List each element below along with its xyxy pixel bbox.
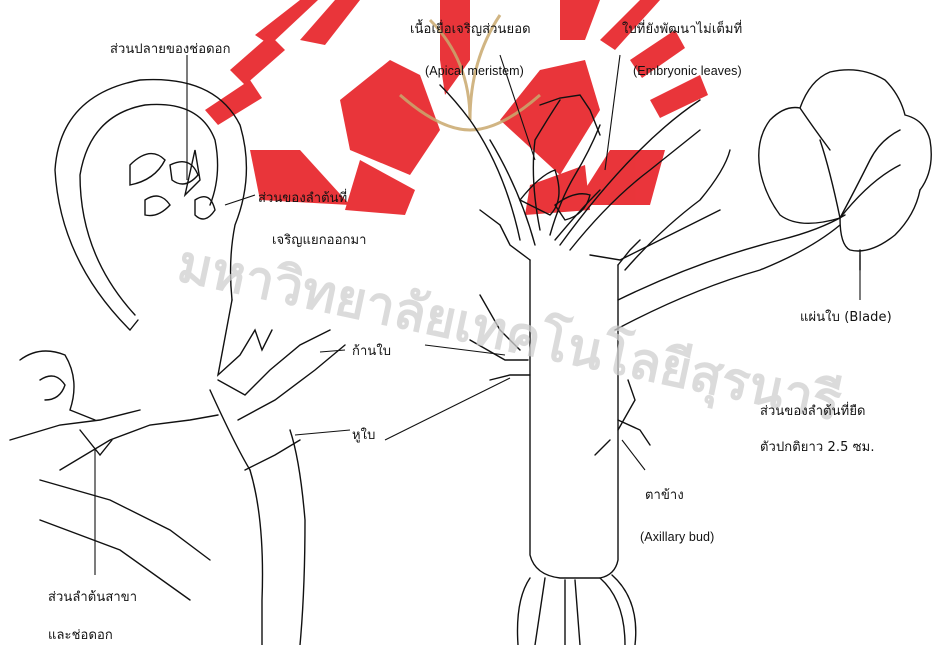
label-branch-stem-1: ส่วนลำต้นสาขา [48,586,137,607]
label-apical-meristem-th: เนื้อเยื่อเจริญส่วนยอด [410,18,531,39]
label-embryonic-leaves-th: ใบที่ยังพัฒนาไม่เต็มที่ [622,18,742,39]
label-elongated-stem-2: ตัวปกติยาว 2.5 ซม. [760,436,875,457]
label-elongated-stem-1: ส่วนของลำต้นที่ยืด [760,400,866,421]
label-branch-stem-2: และช่อดอก [48,624,113,645]
label-stipule: หูใบ [352,424,375,445]
label-stem-part-emerging: ส่วนของลำต้นที่ [258,187,347,208]
label-blade: แผ่นใบ (Blade) [800,306,892,327]
leader-lines [95,55,860,575]
label-flower-stalk-tip: ส่วนปลายของช่อดอก [110,38,231,59]
label-stem-part-emerging-2: เจริญแยกออกมา [272,229,367,250]
label-embryonic-leaves-en: (Embryonic leaves) [633,64,742,78]
label-axillary-bud-en: (Axillary bud) [640,530,714,544]
label-apical-meristem-en: (Apical meristem) [425,64,524,78]
label-axillary-bud-th: ตาข้าง [645,484,684,505]
right-figure-leaf [759,70,932,270]
label-petiole: ก้านใบ [352,340,391,361]
